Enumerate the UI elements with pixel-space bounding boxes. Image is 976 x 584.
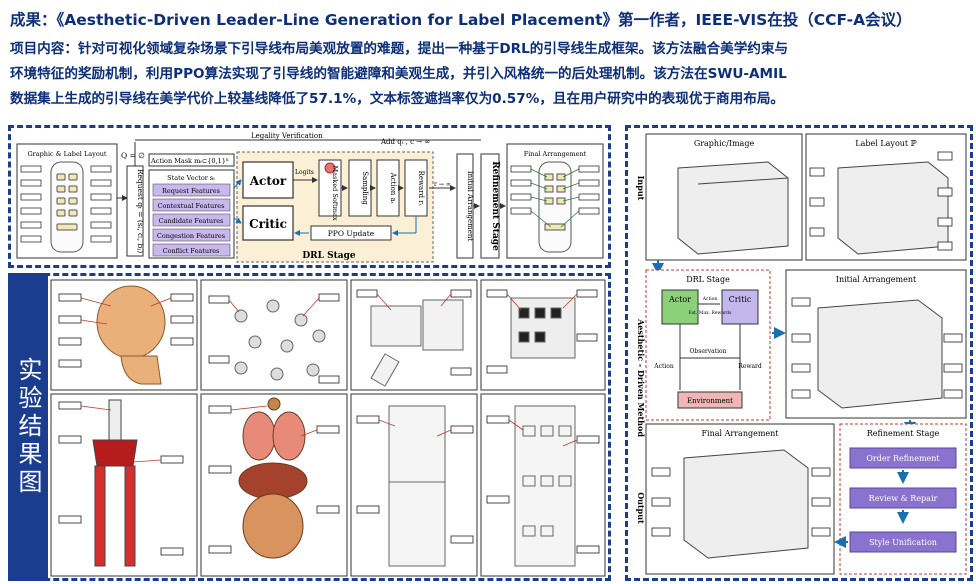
- action-small-label: Action: [702, 296, 718, 302]
- description-line-1: 项目内容：针对可视化领域复杂场景下引导线布局美观放置的难题，提出一种基于DRL的…: [10, 41, 789, 57]
- action-label: Action: [653, 363, 674, 370]
- result-leader-lines: [80, 293, 578, 463]
- method-panel: Input Aesthetic - Driven Method Output G…: [625, 125, 973, 581]
- reward-label: Reward: [738, 363, 762, 370]
- description-line-3: 数据集上生成的引导线在美学代价上较基线降低了57.1%，文本标签遮挡率仅为0.5…: [10, 91, 785, 107]
- legality-label: Legality Verification: [251, 132, 323, 140]
- environment-node: [677, 391, 743, 409]
- refinement-stage-label: Refinement Stage: [867, 429, 940, 438]
- actor-label: Actor: [249, 174, 287, 188]
- freezer-icon: [677, 161, 789, 255]
- initial-arrangement-label: Initial Arrangement: [836, 275, 917, 284]
- state-vector-label: State Vector sₜ: [167, 174, 215, 182]
- reward-label: Reward rₜ: [417, 171, 425, 206]
- masked-softmax-label: Masked Softmax: [331, 166, 339, 221]
- q-empty-label: Q = ∅: [121, 151, 145, 160]
- layout-labels: [20, 165, 112, 243]
- method-vertical-label: Aesthetic - Driven Method: [636, 318, 646, 437]
- action-mask-label: Action Mask mₜ⊂{0,1}ᴷ: [150, 157, 230, 165]
- critic-node: [721, 289, 759, 325]
- feature-conflict: Conflict Features: [163, 247, 220, 255]
- results-side-label: 实验结果图: [8, 273, 48, 581]
- project-description: 项目内容：针对可视化领域复杂场景下引导线布局美观放置的难题，提出一种基于DRL的…: [10, 37, 968, 112]
- fork-illustration: [92, 399, 138, 567]
- final-arrangement-label: Final Arrangement: [701, 429, 779, 438]
- ppo-update-label: PPO Update: [328, 229, 375, 238]
- step-order-refinement: [849, 447, 957, 469]
- results-panel: [8, 273, 611, 581]
- pipeline-panel: Graphic & Label Layout Q = ∅ Request qₜ …: [8, 125, 611, 268]
- control-panel-illustration: [510, 297, 576, 359]
- pipeline-diagram: Graphic & Label Layout Q = ∅ Request qₜ …: [16, 132, 604, 263]
- observation-label: Observation: [689, 348, 726, 355]
- step-style-unification: [849, 531, 957, 553]
- keypad-illustration: [514, 405, 576, 567]
- request-label: Request qₜ = (sᵢ, cᵢ, bⱼ): [136, 169, 145, 253]
- fridge-illustration: [388, 405, 446, 567]
- result-labels: [58, 289, 600, 556]
- actor-node-label: Actor: [668, 295, 691, 304]
- layout-title: Graphic & Label Layout: [27, 150, 106, 158]
- sampling-label: Sampling: [361, 171, 369, 205]
- feature-request: Request Features: [162, 187, 220, 195]
- r-label: r → ∞: [434, 181, 451, 188]
- header: 成果：《Aesthetic-Driven Leader-Line Generat…: [0, 0, 976, 120]
- remote-icon: [50, 161, 84, 253]
- feature-candidate: Candidate Features: [159, 217, 224, 225]
- machine-illustration: [370, 299, 464, 387]
- description-line-2: 环境特征的奖励机制，利用PPO算法实现了引导线的智能避障和美观生成，并引入风格统…: [10, 66, 787, 82]
- method-diagram: Input Aesthetic - Driven Method Output G…: [636, 133, 967, 575]
- critic-node-label: Critic: [729, 295, 752, 304]
- step-review-repair-label: Review & Repair: [869, 494, 938, 503]
- results-grid: [50, 279, 606, 577]
- environment-label: Environment: [687, 397, 733, 405]
- cells-illustration: [234, 299, 326, 381]
- output-label: Output: [636, 492, 646, 524]
- ppo-update-box: [310, 225, 392, 241]
- reward-small-label: Est. Max. Rewards: [689, 310, 733, 316]
- critic-label: Critic: [249, 217, 287, 231]
- final-arrangement-label: Final Arrangement: [524, 150, 587, 158]
- action-label: Action aₜ: [389, 172, 397, 204]
- logits-label: Logits: [295, 169, 314, 176]
- initial-arrangement-label: Initial Arrangement: [466, 171, 474, 242]
- add-q-label: Add qₜ , c → ∞: [380, 138, 430, 146]
- step-order-refinement-label: Order Refinement: [866, 454, 940, 463]
- feature-list: [152, 183, 231, 257]
- step-style-unification-label: Style Unification: [869, 538, 937, 547]
- actor-node: [661, 289, 699, 325]
- input-label: Input: [636, 176, 646, 201]
- drl-stage-label: DRL Stage: [302, 251, 356, 261]
- refinement-stage-label: Refinement Stage: [490, 161, 500, 251]
- drl-stage-title: DRL Stage: [686, 275, 730, 284]
- head-illustration: [96, 285, 166, 385]
- paper-title: 成果：《Aesthetic-Driven Leader-Line Generat…: [10, 11, 912, 29]
- feature-contextual: Contextual Features: [158, 202, 225, 210]
- anatomy-illustration: [238, 397, 308, 559]
- feature-congestion: Congestion Features: [157, 232, 225, 240]
- label-layout-title: Label Layout ℙ: [855, 139, 916, 148]
- action-mask-box: [148, 153, 235, 167]
- step-review-repair: [849, 487, 957, 509]
- critic-box: [242, 205, 294, 241]
- graphic-image-label: Graphic/Image: [694, 139, 755, 148]
- mask-icon: [324, 162, 336, 174]
